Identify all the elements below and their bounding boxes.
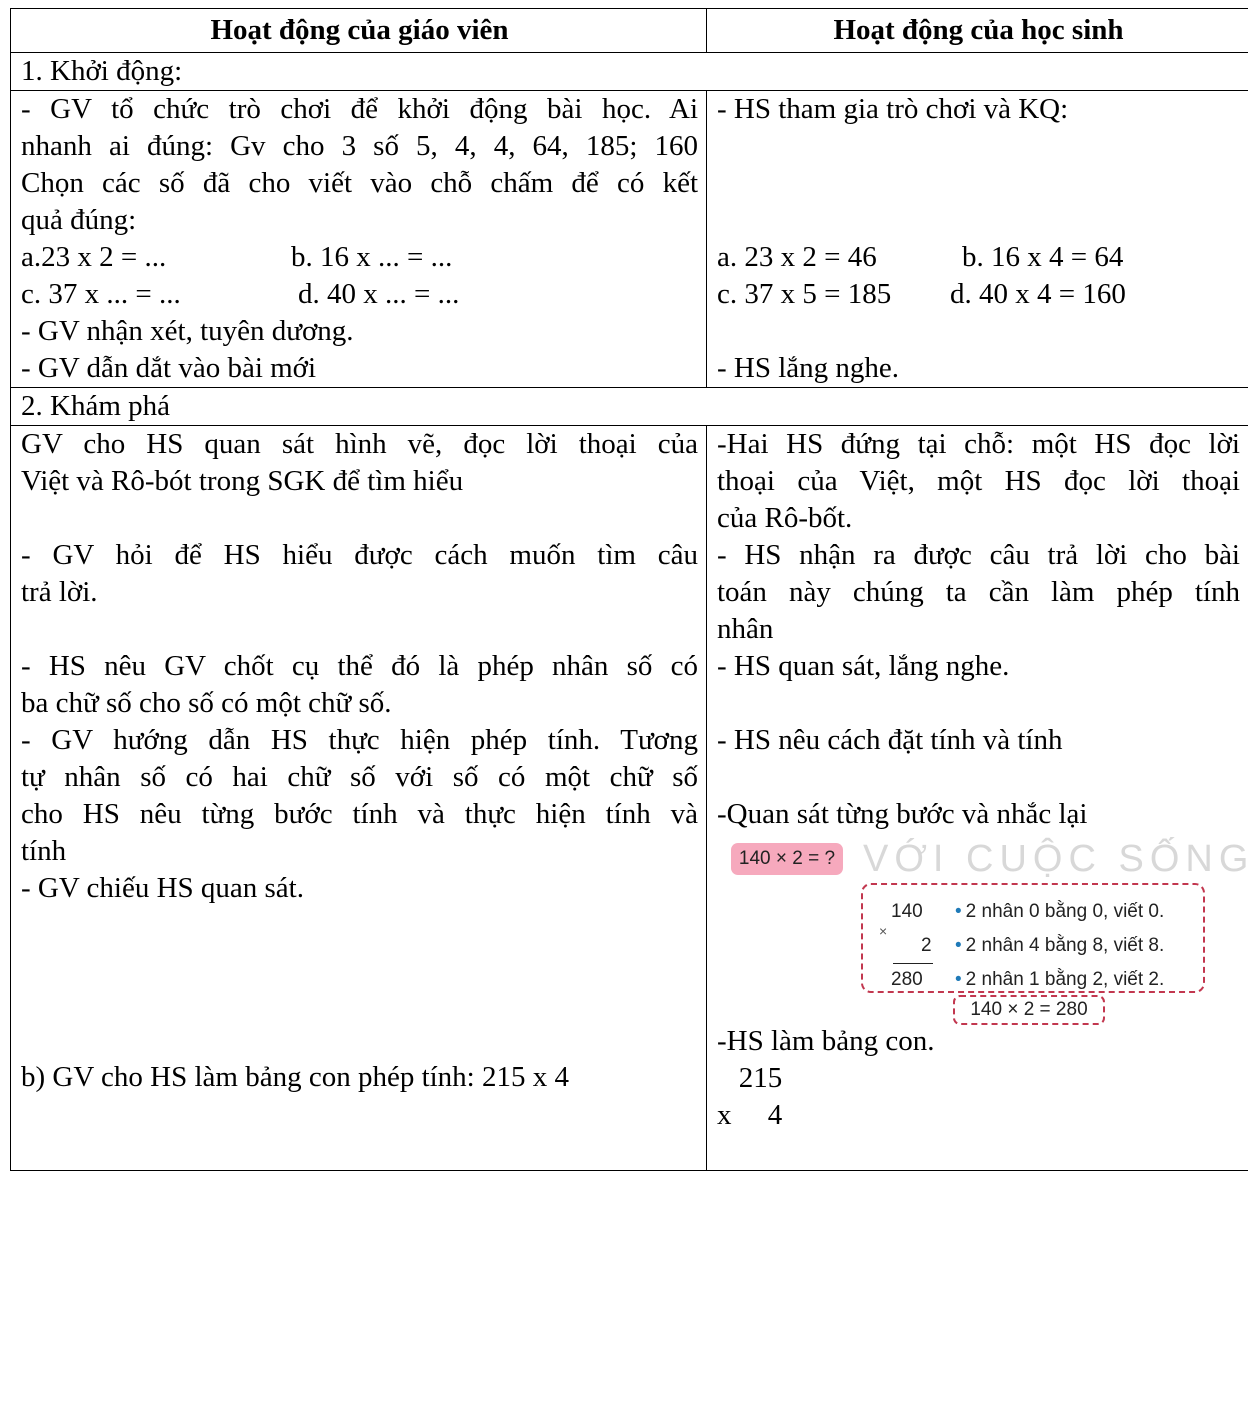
answer-d: d. 40 x 4 = 160 xyxy=(950,278,1126,310)
top-number: 140 xyxy=(891,901,923,922)
text-line: - HS nêu cách đặt tính và tính xyxy=(717,724,1063,756)
text-line: cho HS nêu từng bước tính và thực hiện t… xyxy=(21,798,698,830)
text-line: Việt và Rô-bót trong SGK để tìm hiểu xyxy=(21,465,464,497)
text-line: trả lời. xyxy=(21,576,98,608)
calculation-box: × 140 2 280 •2 nhân 0 bằng 0, viết 0. •2… xyxy=(861,883,1205,993)
text-line: - HS tham gia trò chơi và KQ: xyxy=(717,93,1069,125)
bullet-icon: • xyxy=(955,935,962,956)
section-title-warmup: 1. Khởi động: xyxy=(10,52,1248,91)
text-line: - HS quan sát, lắng nghe. xyxy=(717,650,1010,682)
multiply-sign: × xyxy=(879,923,888,939)
bullet-icon: • xyxy=(955,901,962,922)
question-pill: 140 × 2 = ? xyxy=(731,843,843,875)
student-column-header: Hoạt động của học sinh xyxy=(706,8,1248,53)
lesson-table: Hoạt động của giáo viên Hoạt động của họ… xyxy=(10,8,1248,1171)
answer-line-ab: a. 23 x 2 = 46 b. 16 x 4 = 64 xyxy=(717,239,1240,276)
explore-row: GV cho HS quan sát hình vẽ, đọc lời thoạ… xyxy=(10,425,1248,1171)
answer-a: a. 23 x 2 = 46 xyxy=(717,241,877,273)
answer-line-cd: c. 37 x 5 = 185 d. 40 x 4 = 160 xyxy=(717,276,1240,313)
exercise-b: b. 16 x ... = ... xyxy=(291,241,453,273)
multiplication-figure: VỚI CUỘC SỐNG 140 × 2 = ? × 140 2 280 •2… xyxy=(717,838,1248,1025)
warmup-teacher-cell: - GV tổ chức trò chơi để khởi động bài h… xyxy=(10,90,707,388)
text-line: -HS làm bảng con. xyxy=(717,1025,935,1057)
exercise-line-cd: c. 37 x ... = ... d. 40 x ... = ... xyxy=(21,276,698,313)
underline xyxy=(893,963,933,964)
text-line: - GV dẫn dắt vào bài mới xyxy=(21,352,317,384)
text-line: b) GV cho HS làm bảng con phép tính: 215… xyxy=(21,1061,569,1093)
text-line: thoại của Việt, một HS đọc lời thoại xyxy=(717,465,1240,497)
text-line: -Quan sát từng bước và nhắc lại xyxy=(717,798,1088,830)
warmup-row: - GV tổ chức trò chơi để khởi động bài h… xyxy=(10,90,1248,388)
text-line: Chọn các số đã cho viết vào chỗ chấm để … xyxy=(21,167,698,199)
text-line: -Hai HS đứng tại chỗ: một HS đọc lời xyxy=(717,428,1240,460)
text-line: - GV hỏi để HS hiểu được cách muốn tìm c… xyxy=(21,539,698,571)
text-line: toán này chúng ta cần làm phép tính xyxy=(717,576,1240,608)
product-number: 280 xyxy=(891,969,923,990)
section-row-explore: 2. Khám phá xyxy=(10,387,1248,426)
text-line: - HS nêu GV chốt cụ thể đó là phép nhân … xyxy=(21,650,698,682)
text-line: GV cho HS quan sát hình vẽ, đọc lời thoạ… xyxy=(21,428,698,460)
text-line: tính xyxy=(21,835,67,867)
text-line: - GV nhận xét, tuyên dương. xyxy=(21,315,354,347)
explore-student-cell: -Hai HS đứng tại chỗ: một HS đọc lời tho… xyxy=(706,425,1248,1171)
explore-teacher-cell: GV cho HS quan sát hình vẽ, đọc lời thoạ… xyxy=(10,425,707,1171)
text-line: - GV hướng dẫn HS thực hiện phép tính. T… xyxy=(21,724,698,756)
answer-c: c. 37 x 5 = 185 xyxy=(717,278,892,310)
exercise-line-ab: a.23 x 2 = ... b. 16 x ... = ... xyxy=(21,239,698,276)
exercise-c: c. 37 x ... = ... xyxy=(21,278,181,310)
text-line: nhân xyxy=(717,613,774,645)
teacher-column-header: Hoạt động của giáo viên xyxy=(10,8,707,53)
table-header-row: Hoạt động của giáo viên Hoạt động của họ… xyxy=(10,8,1248,53)
watermark-text: VỚI CUỘC SỐNG xyxy=(863,838,1248,880)
warmup-student-cell: - HS tham gia trò chơi và KQ: a. 23 x 2 … xyxy=(706,90,1248,388)
step-2: •2 nhân 4 bằng 8, viết 8. xyxy=(955,935,1165,956)
section-row-warmup: 1. Khởi động: xyxy=(10,52,1248,91)
text-line: - GV chiếu HS quan sát. xyxy=(21,872,304,904)
text-line: - GV tổ chức trò chơi để khởi động bài h… xyxy=(21,93,698,125)
text-line: - HS nhận ra được câu trả lời cho bài xyxy=(717,539,1240,571)
exercise-d: d. 40 x ... = ... xyxy=(298,278,460,310)
column-multiplication-bottom: x 4 xyxy=(717,1099,783,1131)
section-title-explore: 2. Khám phá xyxy=(10,387,1248,426)
text-line: ba chữ số cho số có một chữ số. xyxy=(21,687,392,719)
text-line: quả đúng: xyxy=(21,204,137,236)
text-line: tự nhân số có hai chữ số với số có một c… xyxy=(21,761,698,793)
exercise-a: a.23 x 2 = ... xyxy=(21,241,167,273)
step-3: •2 nhân 1 bằng 2, viết 2. xyxy=(955,969,1165,990)
answer-b: b. 16 x 4 = 64 xyxy=(962,241,1124,273)
multiplier-number: 2 xyxy=(921,935,932,956)
step-1: •2 nhân 0 bằng 0, viết 0. xyxy=(955,901,1165,922)
result-box: 140 × 2 = 280 xyxy=(953,995,1105,1025)
text-line: của Rô-bốt. xyxy=(717,502,853,534)
bullet-icon: • xyxy=(955,969,962,990)
column-multiplication-top: 215 xyxy=(717,1062,783,1094)
text-line: nhanh ai đúng: Gv cho 3 số 5, 4, 4, 64, … xyxy=(21,130,698,162)
text-line: - HS lắng nghe. xyxy=(717,352,900,384)
